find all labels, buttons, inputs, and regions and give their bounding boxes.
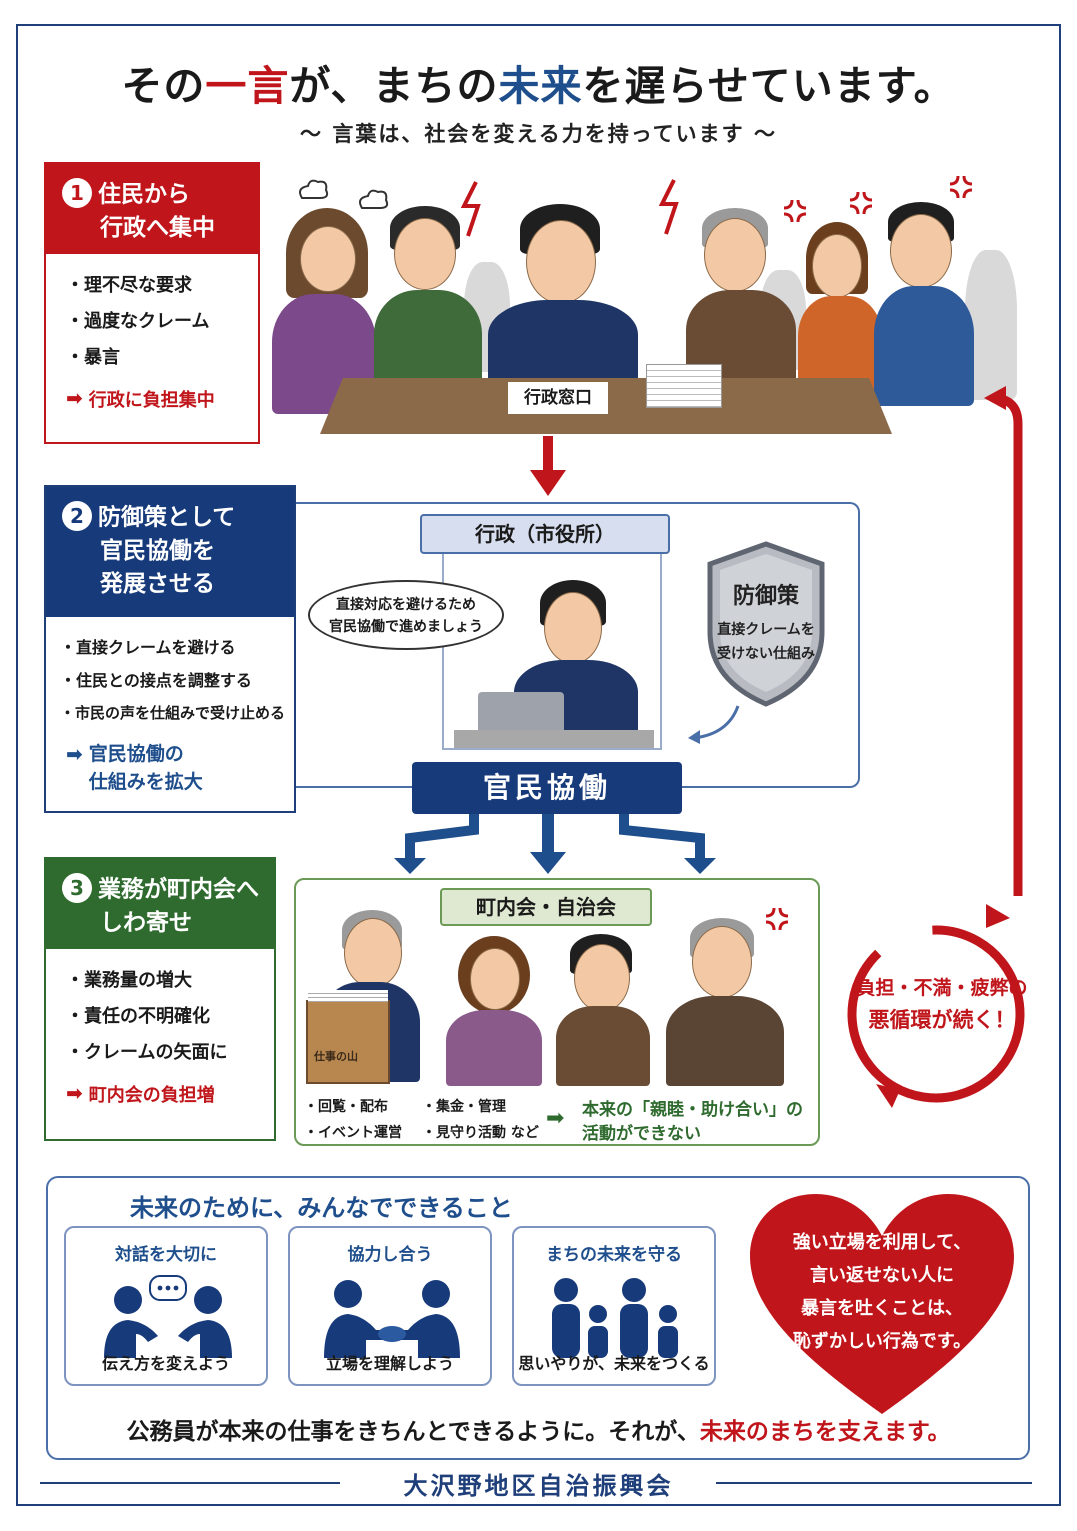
page-frame [16,24,1061,1506]
step3-list: 業務量の増大 責任の不明確化 クレームの矢面に [46,949,274,1071]
footer-rule [40,1482,340,1484]
card-protect-future: まちの未来を守る 思いやりが、未来をつくる [512,1226,716,1386]
list-item: 過度なクレーム [66,304,258,340]
anger-mark-icon [783,199,807,223]
card-dialogue: 対話を大切に 伝え方を変えよう [64,1226,268,1386]
vicious-cycle-text: 負担・不満・疲弊の悪循環が続く！ [856,977,1028,1032]
arrow-right-icon: ➡ [66,386,83,410]
step3-number: 3 [62,873,92,903]
steam-cloud-icon [299,179,329,199]
list-item: クレームの矢面に [66,1035,274,1071]
government-office-panel [442,554,662,750]
original-activity-note: 本来の「親睦・助け合い」の活動ができない [582,1100,803,1144]
organization-name: 大沢野地区自治振興会 [403,1472,674,1500]
step2-list: 直接クレームを避ける 住民との接点を調整する 市民の声を仕組みで受け止める [46,617,294,730]
shield-icon [707,541,825,707]
anger-mark-icon [949,175,973,199]
list-item: 住民との接点を調整する [60,664,294,697]
anger-mark-icon [765,907,789,931]
desk-sign: 行政窓口 [506,380,610,416]
shield-text: 防御策 直接クレームを受けない仕組み [717,584,815,662]
scene3-panel [294,878,820,1146]
lightning-icon [460,181,481,237]
arrow-right-icon: ➡ [546,1106,565,1131]
list-item: 責任の不明確化 [66,999,274,1035]
step2-number: 2 [62,501,92,531]
future-title: 未来のために、みんなでできること [130,1194,513,1222]
branch-arrows-icon [394,814,716,874]
closing-message: 公務員が本来の仕事をきちんとできるように。それが、未来のまちを支えます。 [126,1419,951,1445]
family-icon [552,1278,678,1358]
neighborhood-label: 町内会・自治会 [440,888,652,926]
step1-list: 理不尽な要求 過度なクレーム 暴言 [46,254,258,376]
arrow-right-icon: ➡ [66,742,83,766]
list-item: 暴言 [66,340,258,376]
public-private-hub: 官民協働 [412,762,682,814]
arrow-down-icon [530,436,566,496]
future-section [46,1176,1030,1460]
lightning-icon [658,179,679,235]
list-item: 業務量の増大 [66,963,274,999]
speech-bubble: 直接対応を避けるため官民協働で進めましょう [308,580,504,650]
vicious-cycle-arrows-icon [847,386,1025,1108]
page-subtitle: 〜 言葉は、社会を変える力を持っています 〜 [300,122,777,146]
steam-cloud-icon [359,189,389,209]
list-item: 理不尽な要求 [66,268,258,304]
curved-arrow-icon [688,705,740,744]
step1-result: ➡行政に負担集中 [66,386,215,411]
government-label: 行政（市役所） [420,514,670,554]
page-title: その一言が、まちの未来を遅らせています。 [121,62,956,110]
heart-icon [750,1194,1014,1414]
conversation-icon [104,1275,232,1358]
card-cooperation: 協力し合う 立場を理解しよう [288,1226,492,1386]
arrow-right-icon: ➡ [66,1081,83,1105]
list-item: 市民の声を仕組みで受け止める [60,697,294,730]
handshake-icon [324,1280,460,1358]
anger-mark-icon [849,191,873,215]
step2-result: ➡官民協働の仕組みを拡大 [66,742,203,793]
task-list: ・回覧・配布・集金・管理 ・イベント運営・見守り活動 など [304,1099,539,1141]
heart-message: 強い立場を利用して、 言い返せない人に 暴言を吐くことは、 恥ずかしい行為です。 [792,1232,972,1352]
box-label: 仕事の山 [314,1050,358,1063]
step1-number: 1 [62,178,92,208]
step3-result: ➡町内会の負担増 [66,1081,215,1106]
list-item: 直接クレームを避ける [60,631,294,664]
footer-rule [716,1482,1032,1484]
paper-stack-icon [646,364,722,408]
